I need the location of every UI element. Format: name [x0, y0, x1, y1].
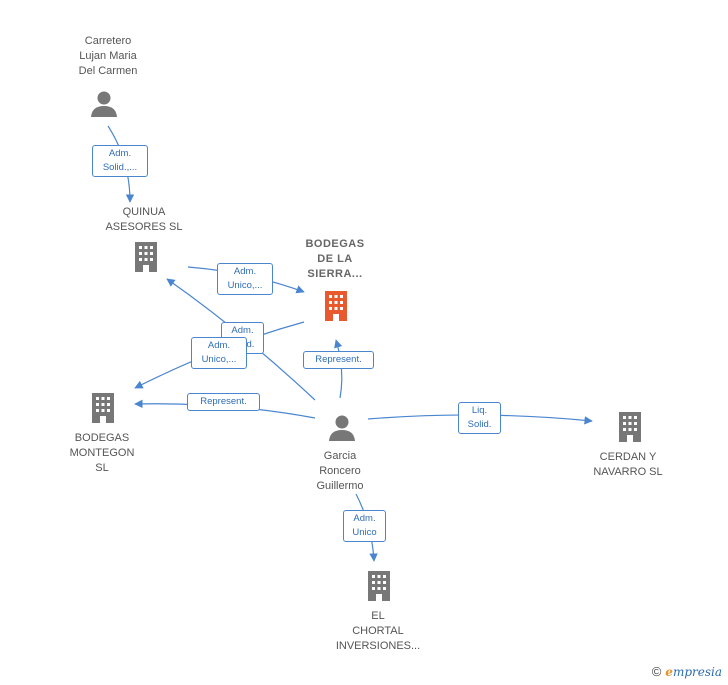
- node-label-bodegas-montegon[interactable]: BODEGAS MONTEGON SL: [69, 432, 135, 474]
- edge-label-garcia-montegon-adm[interactable]: Adm. Unico,...: [191, 337, 247, 369]
- node-label-quinua[interactable]: QUINUA ASESORES SL: [105, 206, 183, 233]
- node-label-bodegas-sierra[interactable]: BODEGAS DE LA SIERRA...: [305, 238, 365, 280]
- building-icon: [368, 571, 390, 601]
- edge-label-carretero-quinua[interactable]: Adm. Solid.,...: [92, 145, 148, 177]
- empresia-logo: ©empresia: [651, 664, 722, 679]
- node-label-carretero[interactable]: Carretero Lujan Maria Del Carmen: [78, 35, 138, 77]
- edge-label-quinua-sierra[interactable]: Adm. Unico,...: [217, 263, 273, 295]
- node-label-garcia[interactable]: Garcia Roncero Guillermo: [316, 450, 364, 492]
- person-icon: [329, 415, 355, 441]
- building-icon: [619, 412, 641, 442]
- node-label-chortal[interactable]: EL CHORTAL INVERSIONES...: [335, 610, 421, 652]
- edge-label-garcia-montegon-rep[interactable]: Represent.: [187, 393, 260, 411]
- edge-label-garcia-cerdan[interactable]: Liq. Solid.: [458, 402, 501, 434]
- node-label-cerdan[interactable]: CERDAN Y NAVARRO SL: [593, 451, 663, 478]
- copyright-icon: ©: [651, 664, 662, 679]
- building-icon: [135, 242, 157, 272]
- edge-label-garcia-sierra[interactable]: Represent.: [303, 351, 374, 369]
- building-icon: [92, 393, 114, 423]
- edge-label-garcia-chortal[interactable]: Adm. Unico: [343, 510, 386, 542]
- person-icon: [91, 91, 117, 117]
- building-icon: [325, 291, 347, 321]
- edge-garcia-sierra: [334, 339, 343, 399]
